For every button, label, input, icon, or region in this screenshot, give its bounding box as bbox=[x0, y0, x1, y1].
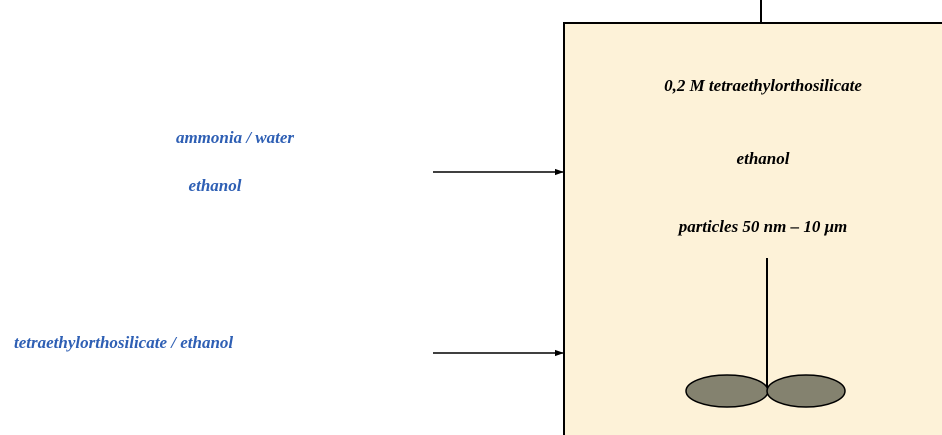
impeller-stirrer-icon bbox=[685, 258, 846, 408]
stirrer-blade-left bbox=[685, 374, 769, 408]
input-label-ammonia-water: ammonia / water bbox=[175, 128, 295, 147]
reactor-label-particle-size: particles 50 nm – 10 μm bbox=[678, 217, 848, 236]
input-label-ethanol: ethanol bbox=[188, 176, 242, 195]
stirrer-blade-right bbox=[766, 374, 846, 408]
input-label-teos-ethanol: tetraethylorthosilicate / ethanol bbox=[14, 333, 234, 352]
reactor-label-teos-concentration: 0,2 M tetraethylorthosilicate bbox=[664, 76, 862, 95]
reactor-label-solvent: ethanol bbox=[736, 149, 790, 168]
reactor-vessel: 0,2 M tetraethylorthosilicate ethanol pa… bbox=[563, 22, 942, 435]
